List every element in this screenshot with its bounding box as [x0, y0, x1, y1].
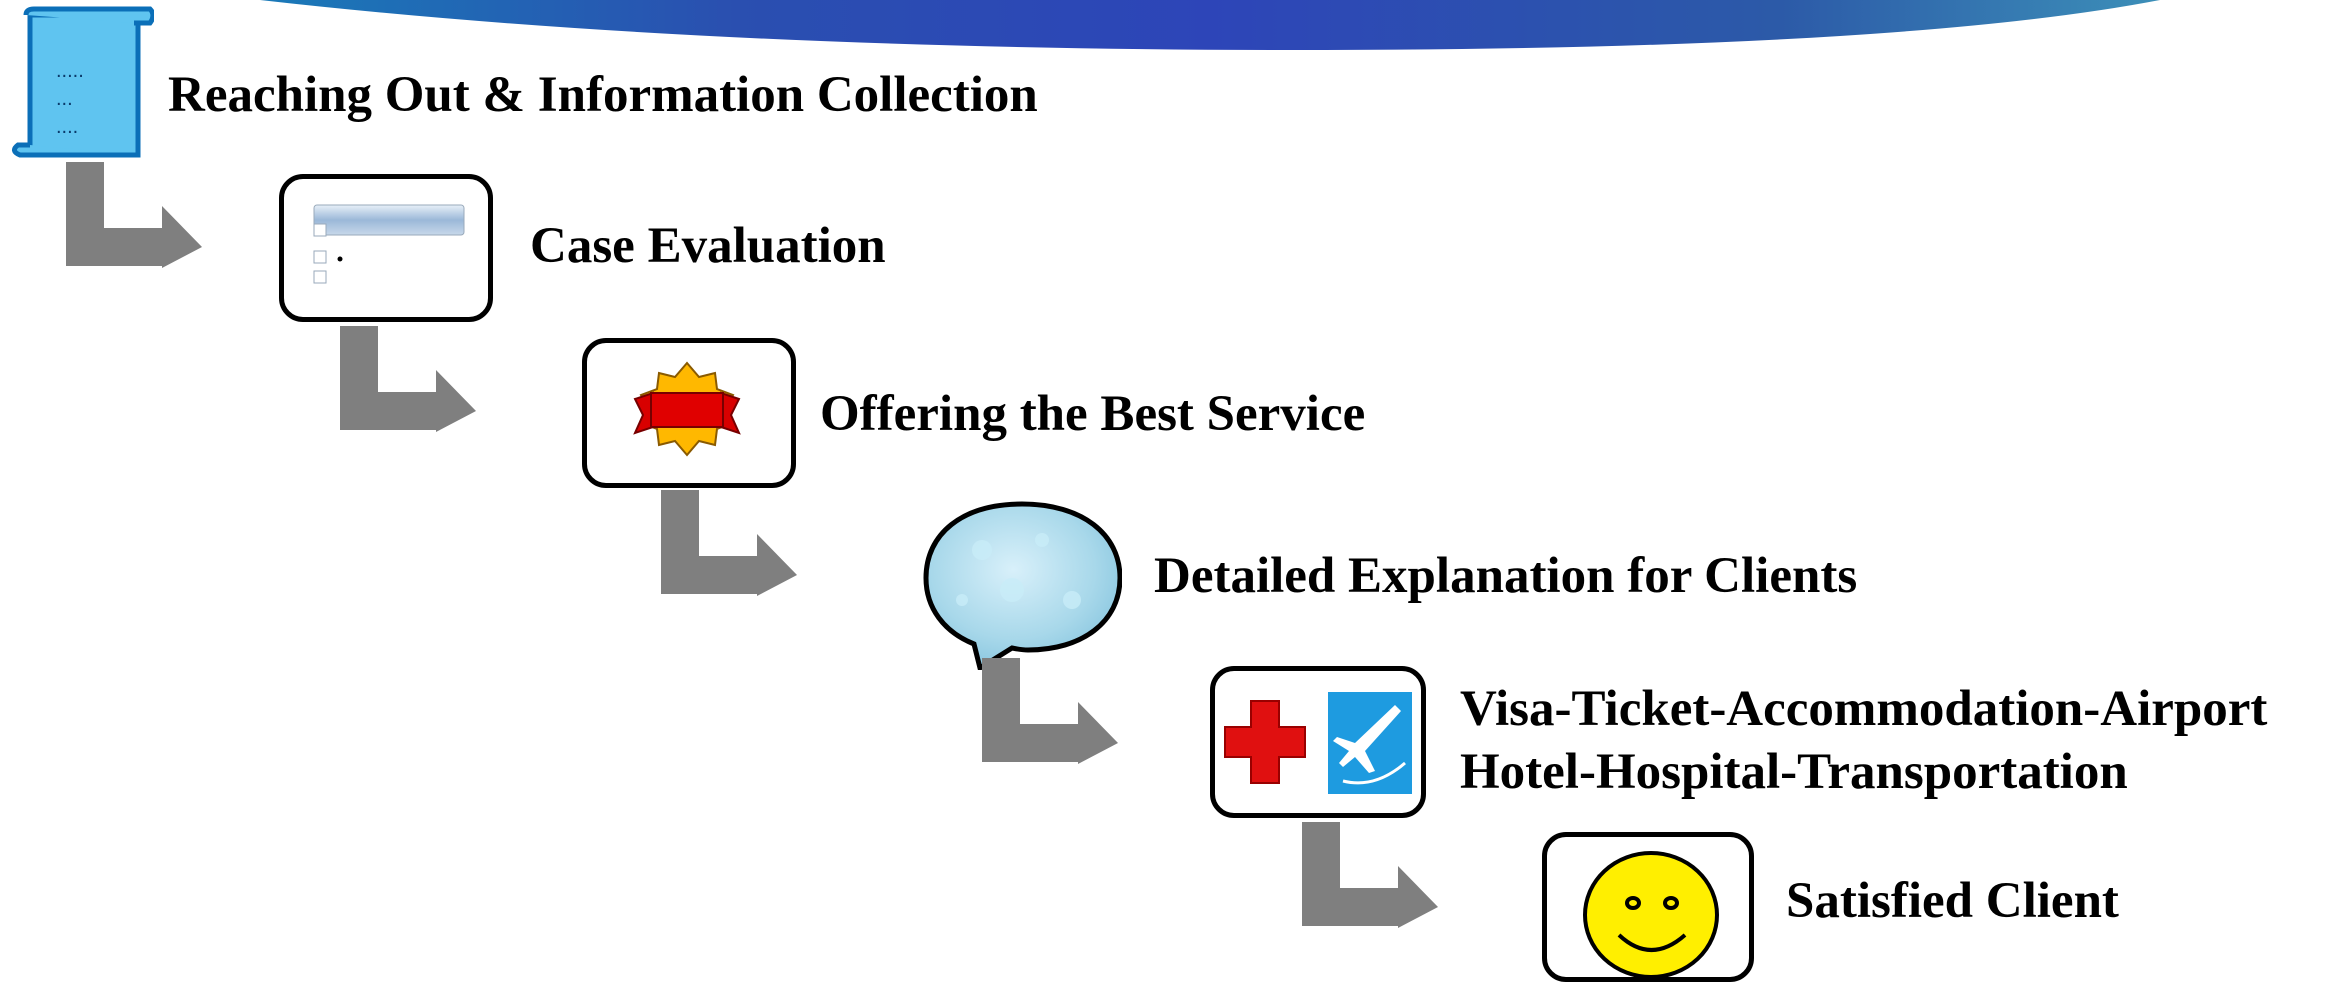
step-5-label-line2: Hotel-Hospital-Transportation [1460, 744, 2128, 800]
scroll-icon: ..... ... .... [8, 5, 154, 161]
speech-bubble-icon [922, 500, 1122, 670]
flow-arrow-2 [340, 326, 476, 432]
step-5-label-line1: Visa-Ticket-Accommodation-Airport [1460, 681, 2268, 737]
smiley-icon [1583, 851, 1719, 977]
flow-arrow-3 [661, 490, 797, 596]
step-1-label: Reaching Out & Information Collection [168, 67, 1038, 123]
step-6-label: Satisfied Client [1786, 873, 2119, 929]
flow-arrow-4 [982, 658, 1118, 764]
services-box [1210, 666, 1426, 818]
badge-icon [633, 361, 741, 457]
flow-arrow-5 [1302, 822, 1438, 928]
best-service-box [582, 338, 796, 488]
step-3-label: Offering the Best Service [820, 386, 1366, 442]
flow-arrow-1 [66, 162, 202, 268]
hospital-cross-icon [1224, 700, 1306, 784]
scroll-text-line: ..... [56, 60, 84, 82]
satisfied-client-box [1542, 832, 1754, 982]
airplane-icon [1326, 690, 1414, 796]
step-2-label: Case Evaluation [530, 218, 886, 274]
scroll-text-line: ... [56, 88, 73, 110]
step-4-label: Detailed Explanation for Clients [1154, 548, 1858, 604]
case-evaluation-box [279, 174, 493, 322]
top-banner [260, 0, 2160, 50]
scroll-text-line: .... [56, 116, 79, 138]
list-icon [313, 204, 465, 284]
